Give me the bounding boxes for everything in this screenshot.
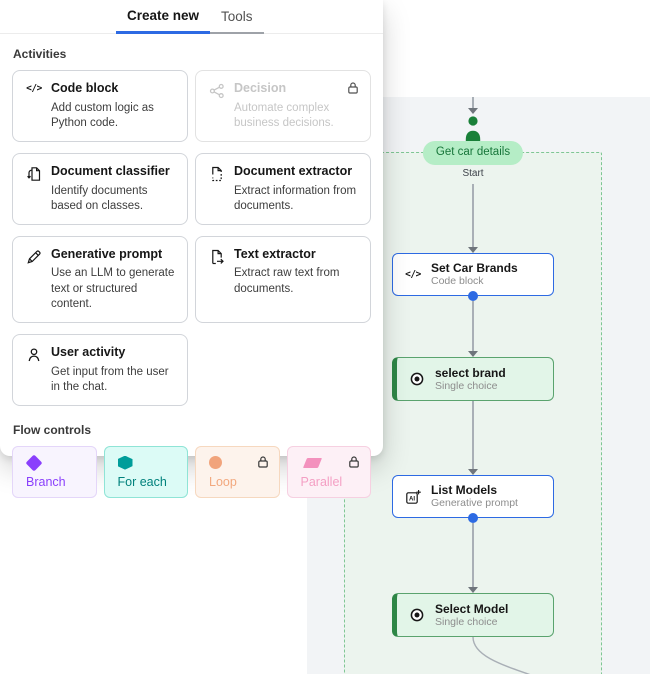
popup-tabbar: Create new Tools bbox=[0, 0, 383, 34]
activity-card-text-extractor[interactable]: Text extractor Extract raw text from doc… bbox=[195, 235, 371, 323]
generative-prompt-icon bbox=[25, 248, 43, 265]
arrow-down-icon bbox=[467, 108, 478, 114]
radio-icon bbox=[408, 607, 426, 623]
node-list-models[interactable]: AI List Models Generative prompt bbox=[392, 475, 554, 518]
card-description: Add custom logic as Python code. bbox=[51, 101, 154, 130]
hexagon-icon bbox=[117, 455, 133, 470]
flow-tile-for-each[interactable]: For each bbox=[103, 445, 188, 498]
code-icon: </> bbox=[405, 269, 421, 280]
node-select-model[interactable]: Select Model Single choice bbox=[392, 593, 554, 637]
connector-line bbox=[472, 301, 474, 351]
node-select-brand[interactable]: select brand Single choice bbox=[392, 357, 554, 401]
node-subtitle: Single choice bbox=[435, 615, 498, 628]
activities-section-title: Activities bbox=[13, 47, 67, 61]
card-description: Get input from the user in the chat. bbox=[51, 365, 169, 394]
card-description: Extract information from documents. bbox=[234, 184, 357, 213]
parallelogram-icon bbox=[302, 457, 322, 468]
trigger-pill[interactable]: Get car details bbox=[422, 141, 524, 165]
output-port-dot[interactable] bbox=[468, 513, 478, 523]
tab-create-new[interactable]: Create new bbox=[116, 0, 211, 34]
card-title: Text extractor bbox=[234, 246, 316, 261]
circle-icon bbox=[209, 455, 222, 469]
tile-label: Parallel bbox=[300, 475, 343, 490]
text-extractor-icon bbox=[208, 248, 226, 265]
card-description: Use an LLM to generate text or structure… bbox=[51, 267, 175, 311]
flow-tile-parallel: Parallel bbox=[286, 445, 371, 498]
trigger-person-icon[interactable] bbox=[462, 116, 484, 146]
tile-label: For each bbox=[117, 475, 167, 490]
node-subtitle: Single choice bbox=[435, 379, 498, 392]
card-title: Document classifier bbox=[51, 163, 170, 178]
arrow-down-icon bbox=[467, 587, 478, 593]
svg-text:AI: AI bbox=[409, 496, 415, 502]
activities-card-grid: </> Code block Add custom logic as Pytho… bbox=[12, 70, 371, 406]
flow-tile-branch[interactable]: Branch bbox=[12, 445, 97, 498]
card-description: Extract raw text from documents. bbox=[234, 267, 340, 295]
flow-tile-loop: Loop bbox=[195, 445, 280, 498]
card-title: Document extractor bbox=[234, 163, 353, 178]
start-label: Start bbox=[462, 168, 484, 179]
node-set-car-brands[interactable]: </> Set Car Brands Code block bbox=[392, 253, 554, 296]
card-description: Automate complex business decisions. bbox=[234, 101, 334, 130]
tile-label: Branch bbox=[26, 475, 66, 490]
radio-icon bbox=[408, 371, 426, 387]
activity-card-decision: Decision Automate complex business decis… bbox=[195, 70, 371, 142]
tab-tools[interactable]: Tools bbox=[210, 0, 264, 34]
node-title: Set Car Brands bbox=[431, 261, 518, 276]
activity-card-user-activity[interactable]: User activity Get input from the user in… bbox=[12, 333, 188, 406]
activity-card-code-block[interactable]: </> Code block Add custom logic as Pytho… bbox=[12, 70, 188, 142]
activity-card-document-classifier[interactable]: Document classifier Identify documents b… bbox=[12, 152, 188, 225]
node-title: Select Model bbox=[435, 601, 509, 616]
connector-curve bbox=[472, 637, 531, 674]
connector-line bbox=[472, 523, 474, 587]
node-subtitle: Generative prompt bbox=[431, 497, 518, 510]
activity-card-document-extractor[interactable]: Document extractor Extract information f… bbox=[195, 152, 371, 225]
code-icon: </> bbox=[26, 83, 42, 94]
card-title: Generative prompt bbox=[51, 246, 163, 261]
tile-label: Loop bbox=[209, 475, 237, 490]
lock-icon bbox=[346, 81, 360, 100]
node-title: select brand bbox=[435, 365, 506, 380]
create-new-popup: Create new Tools Activities </> Code blo… bbox=[0, 0, 383, 498]
lock-icon bbox=[256, 455, 270, 474]
workflow-canvas[interactable]: Get car details Start </> Set Car Brands… bbox=[307, 97, 650, 674]
arrow-down-icon bbox=[467, 247, 478, 253]
card-description: Identify documents based on classes. bbox=[51, 184, 148, 213]
document-extractor-icon bbox=[208, 165, 226, 182]
node-title: List Models bbox=[431, 483, 498, 498]
card-title: Decision bbox=[234, 81, 287, 95]
arrow-down-icon bbox=[467, 469, 478, 475]
lock-icon bbox=[347, 455, 361, 474]
ai-sparkle-icon: AI bbox=[404, 489, 422, 505]
document-classifier-icon bbox=[25, 165, 43, 182]
flow-controls-section-title: Flow controls bbox=[13, 422, 91, 437]
activity-card-generative-prompt[interactable]: Generative prompt Use an LLM to generate… bbox=[12, 235, 188, 323]
card-title: Code block bbox=[51, 81, 119, 95]
arrow-down-icon bbox=[467, 351, 478, 357]
node-subtitle: Code block bbox=[431, 275, 484, 288]
decision-icon bbox=[208, 82, 226, 99]
connector-line bbox=[472, 401, 474, 469]
diamond-icon bbox=[25, 454, 43, 472]
user-icon bbox=[25, 346, 43, 363]
connector-line bbox=[472, 97, 474, 108]
output-port-dot[interactable] bbox=[468, 291, 478, 301]
card-title: User activity bbox=[51, 344, 126, 359]
connector-line bbox=[472, 184, 474, 247]
flow-controls-row: Branch For each Loop Parallel bbox=[12, 445, 371, 498]
